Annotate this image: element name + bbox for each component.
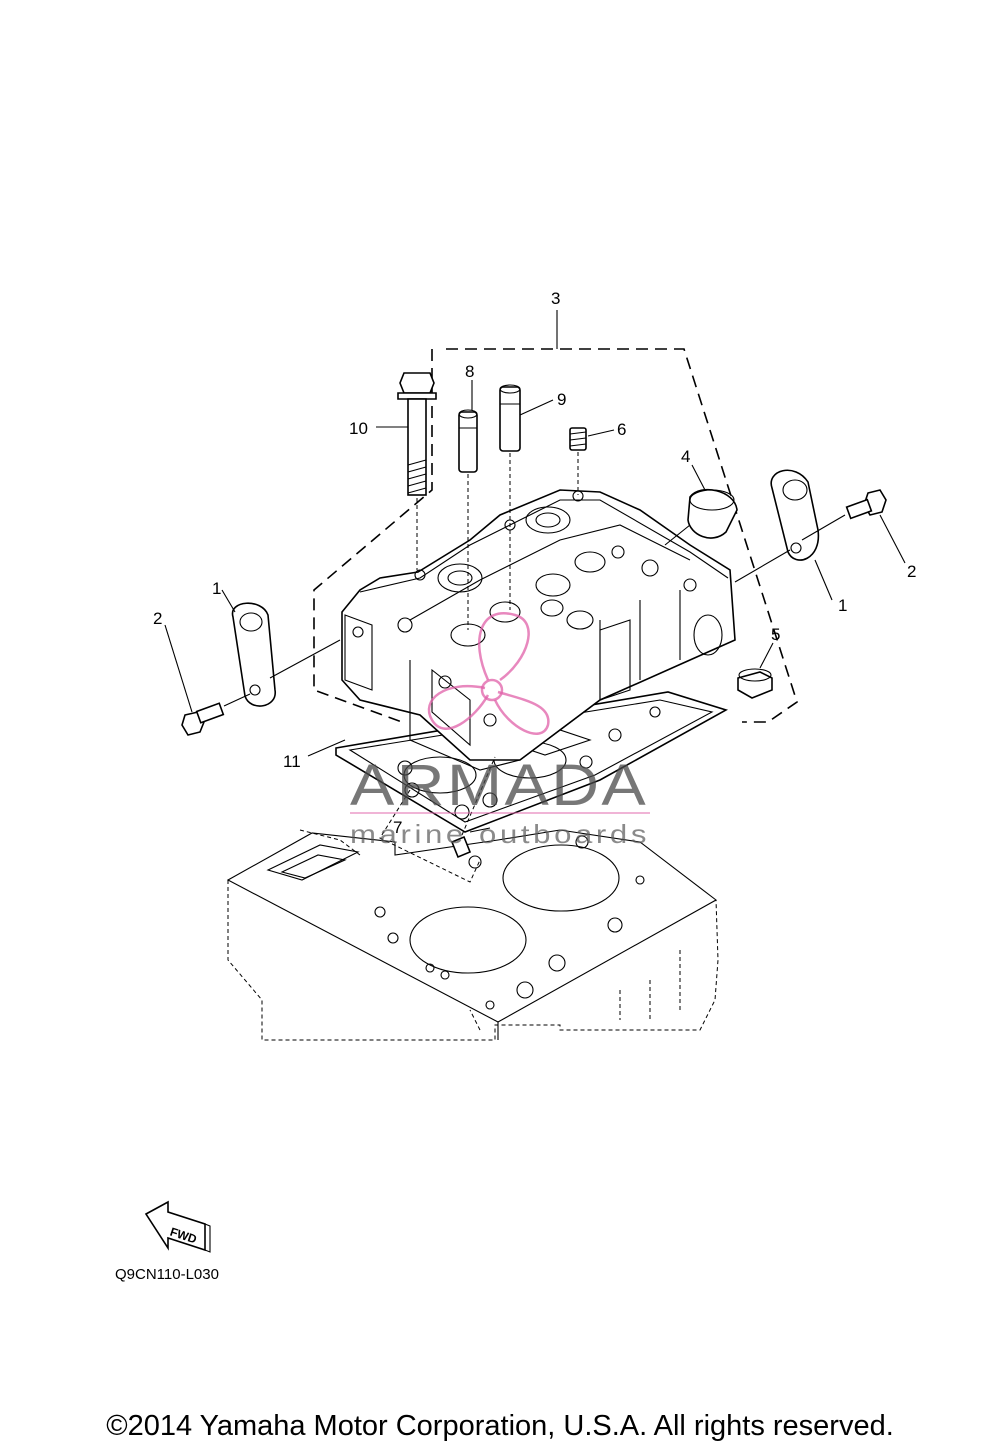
cylinder-block xyxy=(226,829,719,1041)
hanger-bolt-left xyxy=(181,693,251,736)
callout-6: 6 xyxy=(617,420,626,439)
dowel-pin xyxy=(379,756,496,883)
callout-11: 11 xyxy=(283,752,301,771)
propeller-blade-right xyxy=(493,690,550,735)
cylinder-head-assembly-outline xyxy=(313,310,798,723)
threaded-plug xyxy=(569,427,587,495)
forward-direction-arrow: FWD xyxy=(144,1200,211,1253)
copyright-notice: ©2014 Yamaha Motor Corporation, U.S.A. A… xyxy=(106,1410,894,1442)
callout-labels: 3 8 9 6 10 4 2 1 5 1 2 11 7 xyxy=(153,289,916,837)
hanger-plate-left xyxy=(231,602,341,707)
callout-5: 5 xyxy=(771,625,780,644)
propeller-blade-left xyxy=(427,685,490,730)
hanger-bolt-right xyxy=(801,489,887,541)
propeller-hub xyxy=(480,678,504,702)
propeller-blade-top xyxy=(478,612,530,682)
callout-8: 8 xyxy=(465,362,474,381)
valve-guide-short xyxy=(458,409,478,630)
blind-plug xyxy=(737,668,773,699)
callout-2-right: 2 xyxy=(907,562,916,581)
callout-1-right: 1 xyxy=(838,596,847,615)
sealing-cap xyxy=(664,488,738,546)
propeller-logo xyxy=(427,612,550,735)
callout-1-left: 1 xyxy=(212,579,221,598)
callout-10: 10 xyxy=(349,419,368,438)
callout-3: 3 xyxy=(551,289,560,308)
valve-guide-long xyxy=(499,384,521,610)
callout-2-left: 2 xyxy=(153,609,162,628)
hanger-plate-right xyxy=(734,469,820,583)
callout-7: 7 xyxy=(393,818,402,837)
watermark: ARMADA marine outboards xyxy=(350,612,650,849)
callout-9: 9 xyxy=(557,390,566,409)
head-bolt xyxy=(397,372,437,570)
leader-lines xyxy=(164,380,906,757)
callout-4: 4 xyxy=(681,447,690,466)
diagram-code: Q9CN110-L030 xyxy=(115,1266,219,1283)
watermark-title: ARMADA xyxy=(350,753,648,818)
watermark-subtitle: marine outboards xyxy=(350,819,650,849)
